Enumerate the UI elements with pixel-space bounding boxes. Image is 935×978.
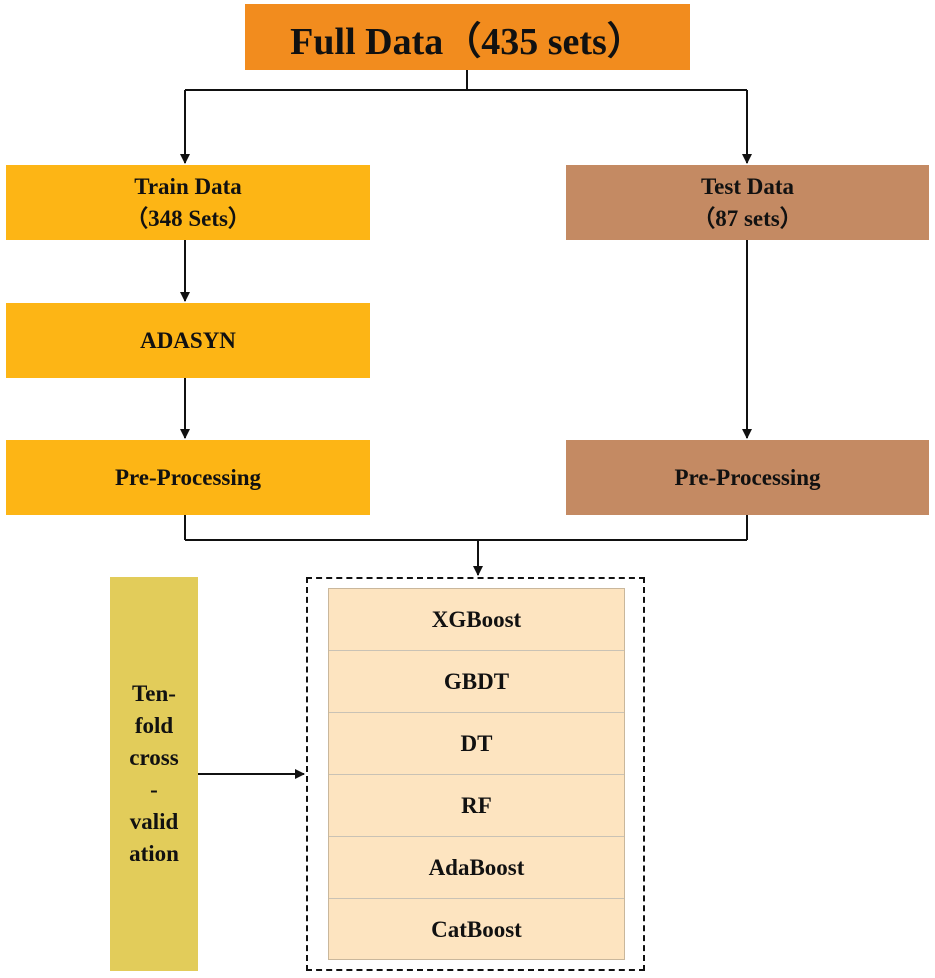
test-data-box: Test Data （87 sets） xyxy=(566,165,929,240)
models-panel: XGBoost GBDT DT RF AdaBoost CatBoost xyxy=(328,588,625,960)
model-dt: DT xyxy=(329,713,624,775)
full-data-box: Full Data（435 sets） xyxy=(245,4,690,70)
train-data-label: Train Data xyxy=(134,173,242,199)
cv-line: fold xyxy=(134,713,174,738)
cross-validation-box: Ten- fold cross - valid ation xyxy=(110,577,198,971)
model-rf: RF xyxy=(329,775,624,837)
model-gbdt: GBDT xyxy=(329,651,624,713)
models-dashed-frame xyxy=(306,577,645,971)
model-adaboost: AdaBoost xyxy=(329,837,624,899)
cv-line: valid xyxy=(129,809,179,834)
test-data-count: （87 sets） xyxy=(692,205,803,231)
cv-line: ation xyxy=(129,841,179,866)
adasyn-label: ADASYN xyxy=(140,327,236,353)
train-data-box: Train Data （348 Sets） xyxy=(6,165,370,240)
cv-line: cross xyxy=(129,745,179,770)
cv-line: - xyxy=(150,777,158,802)
model-catboost: CatBoost xyxy=(431,917,522,942)
model-xgboost: XGBoost xyxy=(329,589,624,651)
train-preprocessing-label: Pre-Processing xyxy=(114,464,262,490)
full-data-title: Full Data（435 sets） xyxy=(290,20,645,63)
adasyn-box: ADASYN xyxy=(6,303,370,378)
test-preprocessing-box: Pre-Processing xyxy=(566,440,929,515)
train-data-count: （348 Sets） xyxy=(125,205,251,231)
test-data-label: Test Data xyxy=(700,173,795,199)
train-preprocessing-box: Pre-Processing xyxy=(6,440,370,515)
test-preprocessing-label: Pre-Processing xyxy=(674,464,821,490)
cv-line: Ten- xyxy=(132,681,176,706)
